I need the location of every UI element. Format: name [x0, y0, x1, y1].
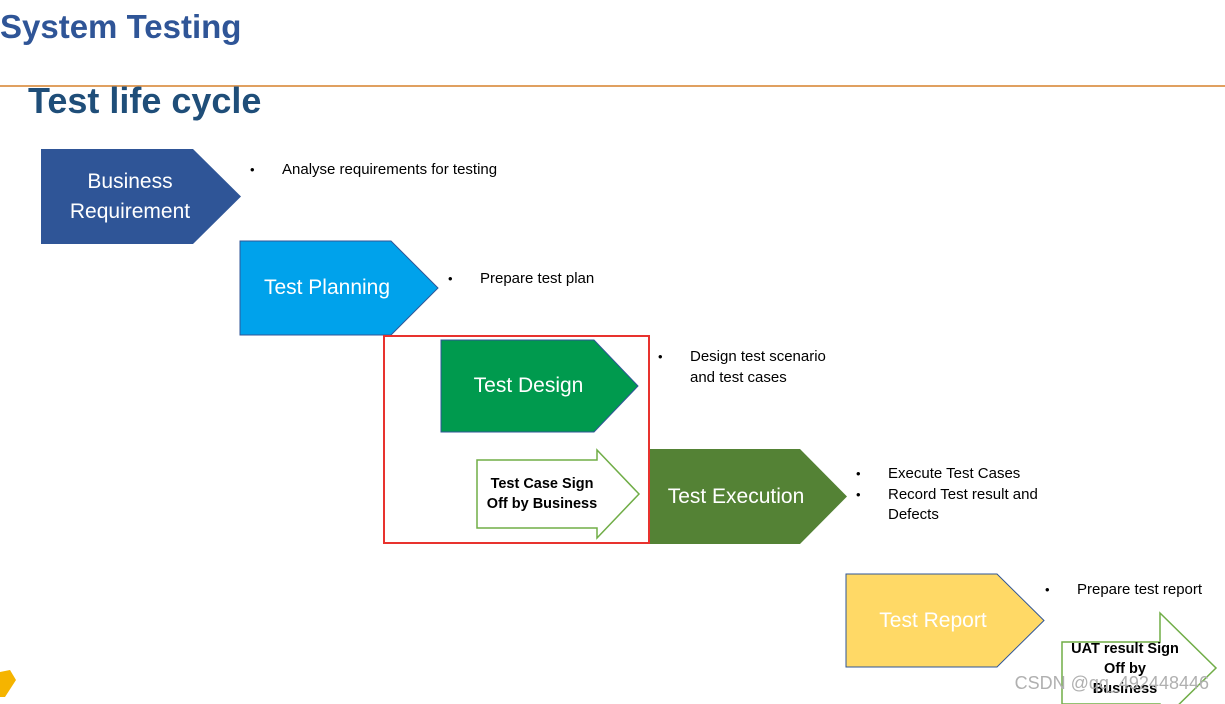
uat-signoff-label: UAT result Sign Off by Business — [1062, 638, 1188, 700]
test-case-signoff-line2: Off by Business — [486, 496, 598, 512]
uat-signoff-line3: Business — [1092, 681, 1158, 697]
test-case-signoff-line1: Test Case Sign — [490, 476, 594, 492]
bullet-text: Prepare test report — [1077, 581, 1203, 598]
test-report-bullets: Prepare test report — [1045, 580, 1202, 601]
test-execution-bullets: Execute Test Cases Record Test result an… — [856, 464, 1038, 526]
bullet-text: Analyse requirements for testing — [282, 161, 498, 178]
test-planning-label: Test Planning — [263, 276, 391, 299]
bullet-item: Design test scenario — [658, 347, 826, 368]
test-case-signoff-label: Test Case Sign Off by Business — [477, 464, 607, 524]
page-title: System Testing — [0, 8, 242, 45]
bullet-text: Defects — [888, 506, 939, 523]
uat-signoff-line1: UAT result Sign — [1071, 641, 1179, 657]
uat-signoff-arrow — [1061, 611, 1218, 704]
bullet-text: Execute Test Cases — [888, 465, 1021, 482]
test-case-signoff-arrow — [476, 448, 641, 540]
bullet-text: Record Test result and — [888, 485, 1038, 503]
bullet-text: and test cases — [690, 368, 787, 386]
business-requirement-label: Business Requirement — [41, 149, 219, 244]
title-divider — [0, 85, 1225, 87]
test-planning-bullets: Prepare test plan — [448, 269, 594, 290]
bullet-item: Record Test result and — [856, 485, 1038, 506]
test-execution-label: Test Execution — [667, 484, 805, 508]
business-requirement-label-line1: Business — [87, 169, 173, 193]
test-execution-shape — [650, 449, 847, 544]
bullet-item: Prepare test plan — [448, 269, 594, 290]
business-requirement-shape — [41, 149, 241, 244]
business-requirement-label-line2: Requirement — [69, 199, 191, 223]
bullet-text: Prepare test plan — [480, 270, 595, 287]
uat-signoff-line2: Off by — [1104, 661, 1146, 677]
logo-fragment-icon — [0, 670, 16, 697]
test-design-label: Test Design — [473, 374, 584, 397]
bullet-continuation: Defects — [856, 505, 1038, 526]
test-report-label: Test Report — [879, 608, 987, 632]
bullet-item: Prepare test report — [1045, 580, 1202, 601]
test-design-shape — [440, 339, 639, 433]
test-planning-shape — [239, 240, 439, 336]
bullet-item: Execute Test Cases — [856, 464, 1038, 485]
design-highlight-box — [383, 335, 650, 544]
bullet-text: Design test scenario — [690, 348, 826, 365]
test-report-shape — [845, 573, 1045, 668]
test-design-bullets: Design test scenario and test cases — [658, 347, 826, 388]
bullet-continuation: and test cases — [658, 368, 826, 389]
section-title: Test life cycle — [28, 80, 262, 121]
business-requirement-bullets: Analyse requirements for testing — [250, 160, 497, 181]
watermark: CSDN @qq_492448446 — [1014, 673, 1209, 693]
bullet-item: Analyse requirements for testing — [250, 160, 497, 181]
